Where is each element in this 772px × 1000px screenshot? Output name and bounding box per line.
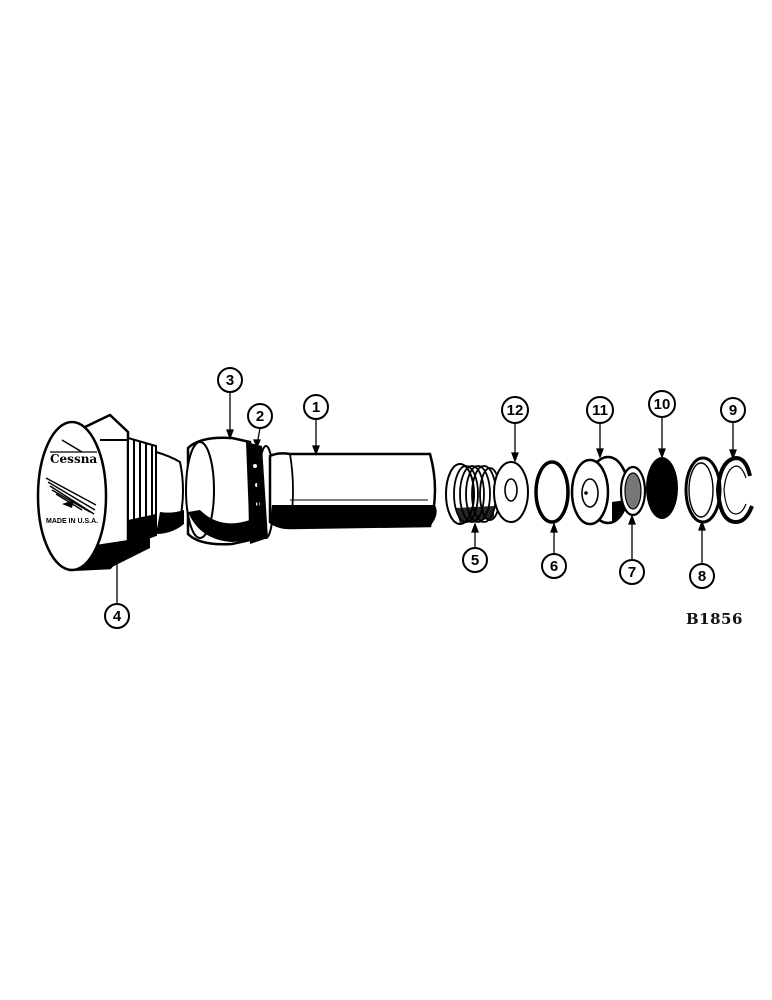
callout-3: 3	[217, 367, 243, 393]
part-3-collar	[185, 436, 252, 546]
callout-7: 7	[619, 559, 645, 585]
part-4-hex-plug: Cessna MADE IN U.S.A.	[36, 413, 150, 572]
svg-text:5: 5	[471, 552, 479, 569]
part-8-ring	[684, 456, 722, 524]
svg-text:9: 9	[729, 402, 737, 419]
callout-11: 11	[586, 396, 614, 424]
part-1-body	[268, 452, 437, 530]
callout-1: 1	[303, 394, 329, 420]
svg-text:4: 4	[113, 608, 122, 625]
callout-8: 8	[689, 563, 715, 589]
callout-10: 10	[648, 390, 676, 418]
svg-text:8: 8	[698, 568, 706, 585]
part-12-washer	[493, 461, 529, 523]
part-11-retainer	[570, 455, 630, 526]
part-2-o-ring	[246, 442, 275, 544]
callout-12: 12	[501, 396, 529, 424]
svg-text:11: 11	[592, 402, 608, 419]
part-6-ring	[534, 460, 570, 524]
svg-text:2: 2	[256, 408, 264, 425]
svg-text:12: 12	[507, 402, 524, 419]
svg-text:10: 10	[654, 396, 671, 413]
svg-text:3: 3	[226, 372, 234, 389]
nameplate-brand: Cessna	[50, 452, 97, 466]
svg-text:1: 1	[312, 399, 320, 416]
leader-lines	[113, 392, 737, 604]
svg-text:7: 7	[628, 564, 636, 581]
callout-6: 6	[541, 553, 567, 579]
callout-9: 9	[720, 397, 746, 423]
callout-2: 2	[247, 403, 273, 429]
part-9-snap-ring	[715, 455, 754, 525]
callout-5: 5	[462, 547, 488, 573]
part-7-screen	[619, 465, 647, 517]
figure-id-label: B1856	[686, 610, 743, 628]
nameplate-text: MADE IN U.S.A.	[46, 518, 98, 525]
part-5-threaded-insert	[445, 463, 501, 525]
svg-text:6: 6	[550, 558, 558, 575]
callout-balloons: 1 2 3 4 5 6 7 8 9 10 11 12	[104, 367, 746, 629]
threaded-neck	[127, 436, 184, 547]
part-10-filter-disc	[646, 457, 678, 519]
callout-4: 4	[104, 603, 130, 629]
